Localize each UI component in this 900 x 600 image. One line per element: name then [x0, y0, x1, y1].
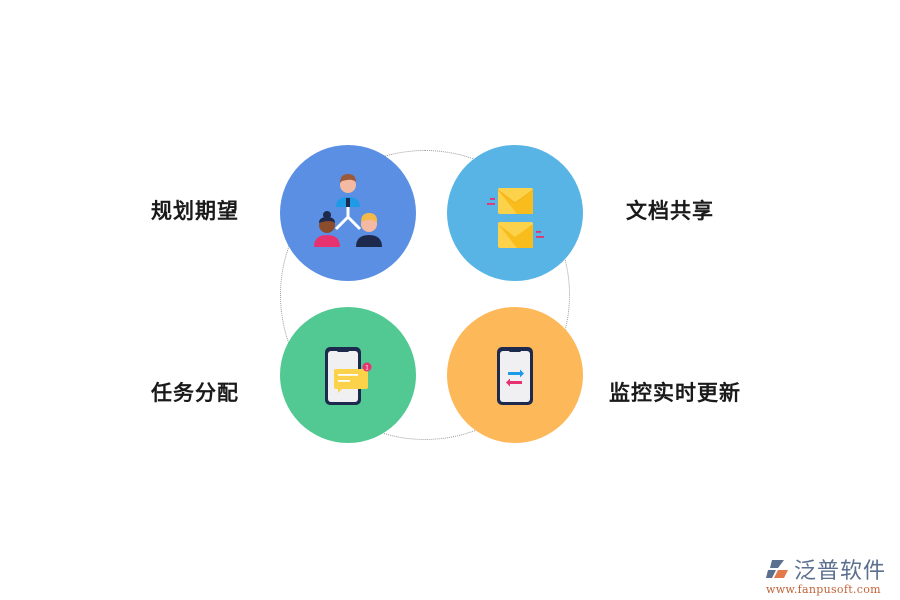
fanpu-logo-icon — [766, 560, 788, 578]
realtime-monitoring-label: 监控实时更新 — [609, 381, 741, 405]
task-assignment-circle: 1 — [280, 307, 416, 443]
fanpu-watermark: 泛普软件 www.fanpusoft.com — [766, 553, 886, 596]
realtime-monitoring-circle — [447, 307, 583, 443]
svg-text:1: 1 — [365, 365, 369, 372]
phone-sync-icon — [497, 347, 533, 405]
task-assignment-label: 任务分配 — [151, 381, 239, 405]
phone-message-icon: 1 — [325, 347, 372, 405]
fanpu-url: www.fanpusoft.com — [766, 583, 881, 596]
document-sharing-label: 文档共享 — [626, 199, 714, 223]
dotted-connector-ring — [280, 150, 570, 440]
team-hierarchy-icon — [314, 174, 382, 247]
document-sharing-circle — [447, 145, 583, 281]
envelopes-icon — [487, 188, 544, 248]
planning-circle — [280, 145, 416, 281]
planning-label: 规划期望 — [151, 199, 239, 223]
fanpu-brand-name: 泛普软件 — [794, 559, 887, 584]
